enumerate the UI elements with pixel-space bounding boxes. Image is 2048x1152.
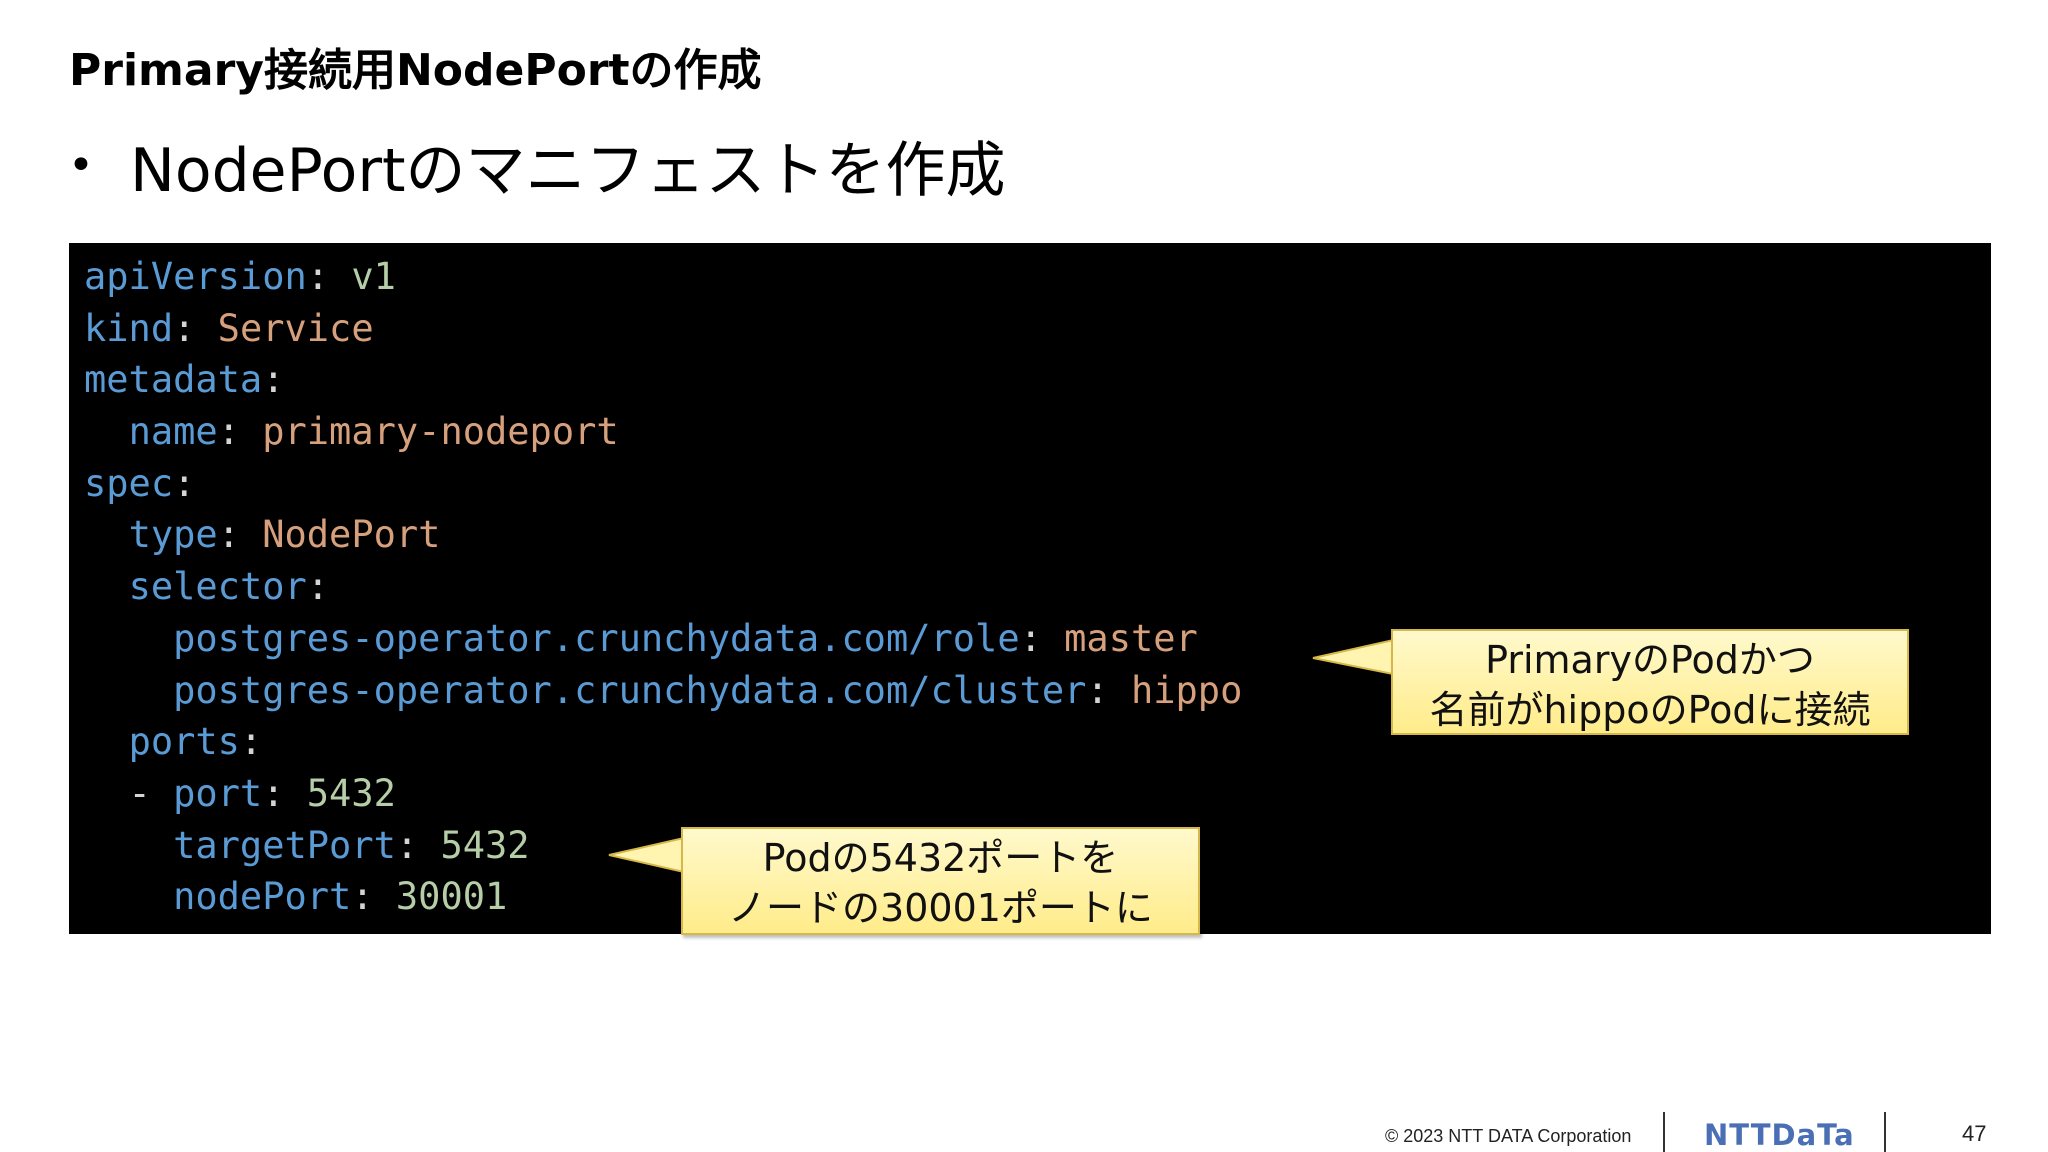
code-value: NodePort — [262, 513, 441, 557]
code-punct — [84, 824, 173, 867]
code-value: master — [1064, 616, 1198, 660]
code-punct — [84, 565, 129, 608]
callout-selector-line2: 名前がhippoのPodに接続 — [1429, 688, 1871, 732]
code-key: nodePort — [173, 875, 352, 919]
bullet-text: NodePortのマニフェストを作成 — [130, 136, 1006, 206]
callout-port-line2: ノードの30001ポートに — [728, 886, 1153, 930]
code-key: postgres-operator.crunchydata.com/role — [173, 616, 1020, 660]
bullet-item: • NodePortのマニフェストを作成 — [68, 122, 1006, 209]
code-punct: : — [217, 513, 263, 557]
code-value: v1 — [351, 255, 396, 298]
code-line: metadata: — [84, 354, 1242, 406]
code-value: hippo — [1130, 668, 1243, 712]
code-value: 5432 — [306, 771, 396, 815]
code-key: spec — [84, 461, 174, 505]
footer-divider — [1663, 1112, 1665, 1152]
code-punct — [84, 617, 173, 660]
code-key: name — [128, 410, 218, 454]
code-key: apiVersion — [84, 255, 307, 298]
callout-selector-line1: PrimaryのPodかつ — [1485, 638, 1815, 682]
footer-copyright: © 2023 NTT DATA Corporation — [1385, 1126, 1632, 1146]
code-line: apiVersion: v1 — [84, 251, 1242, 303]
code-punct: : — [306, 255, 352, 298]
code-line: selector: — [84, 561, 1242, 613]
code-punct: : — [173, 306, 218, 350]
code-value: 5432 — [440, 823, 530, 867]
code-line: name: primary-nodeport — [84, 406, 1242, 458]
code-key: selector — [128, 565, 307, 609]
code-punct — [84, 875, 173, 918]
code-key: port — [173, 771, 263, 815]
code-line: ports: — [84, 716, 1242, 768]
code-punct: : — [1019, 616, 1065, 660]
code-punct: : — [239, 720, 263, 764]
callout-selector-note: PrimaryのPodかつ 名前がhippoのPodに接続 — [1391, 629, 1909, 735]
code-key: postgres-operator.crunchydata.com/cluste… — [173, 668, 1087, 712]
code-key: targetPort — [173, 823, 396, 867]
code-key: kind — [84, 306, 174, 350]
code-key: ports — [128, 720, 240, 764]
code-punct — [84, 513, 129, 556]
callout-pointer-port — [608, 836, 685, 874]
code-punct: : — [262, 358, 285, 402]
bullet-marker: • — [68, 140, 94, 191]
code-line: nodePort: 30001 — [84, 871, 1242, 923]
code-punct: : — [395, 823, 441, 867]
code-line: spec: — [84, 458, 1242, 510]
callout-port-line1: Podの5432ポートを — [762, 836, 1119, 880]
slide-title: Primary接続用NodePortの作成 — [69, 45, 762, 96]
code-value: Service — [217, 306, 374, 350]
callout-port-note: Podの5432ポートを ノードの30001ポートに — [681, 827, 1200, 935]
code-line: postgres-operator.crunchydata.com/cluste… — [84, 665, 1242, 717]
code-punct: : — [262, 771, 307, 815]
code-value: primary-nodeport — [262, 410, 619, 454]
code-punct: : — [351, 875, 396, 919]
page-number: 47 — [1962, 1121, 1987, 1146]
code-line: - port: 5432 — [84, 768, 1242, 820]
code-punct: : — [1086, 668, 1131, 712]
code-punct: - — [84, 771, 174, 815]
company-logo: NTTDaTa — [1704, 1118, 1855, 1152]
code-line: kind: Service — [84, 303, 1242, 355]
code-value: 30001 — [395, 875, 508, 919]
code-key: type — [128, 513, 218, 557]
code-line: targetPort: 5432 — [84, 820, 1242, 872]
code-line: type: NodePort — [84, 509, 1242, 561]
code-key: metadata — [84, 358, 263, 402]
code-punct — [84, 669, 173, 712]
code-punct: : — [217, 410, 263, 454]
code-punct: : — [173, 461, 196, 505]
code-punct: : — [306, 565, 330, 609]
callout-pointer-selector — [1312, 637, 1399, 677]
code-line: postgres-operator.crunchydata.com/role: … — [84, 613, 1242, 665]
code-punct — [84, 720, 129, 763]
code-punct — [84, 410, 129, 453]
footer-divider — [1884, 1112, 1886, 1152]
